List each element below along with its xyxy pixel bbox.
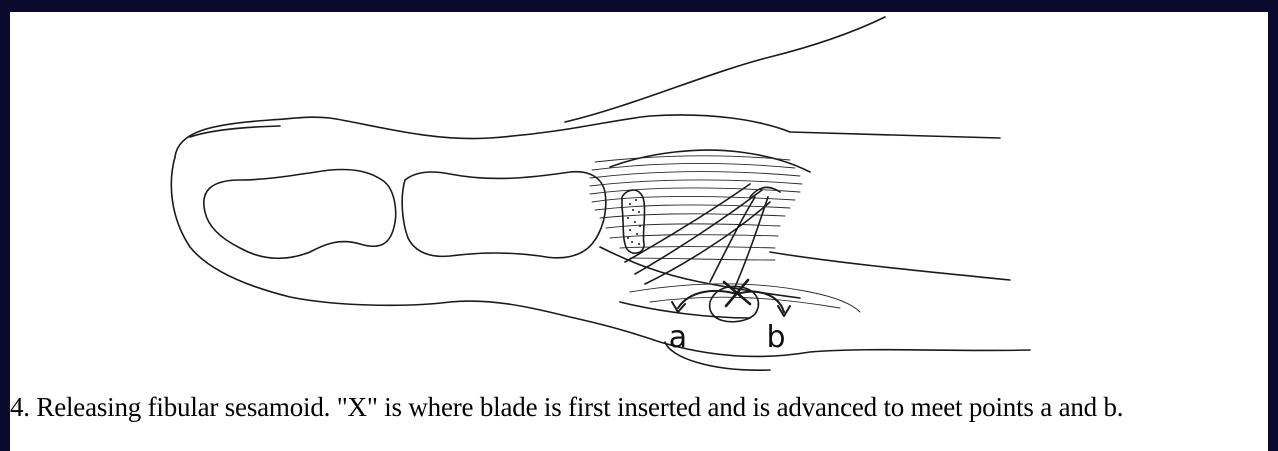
sesamoid-stippled [622,190,645,253]
fibular-sesamoid [710,280,759,322]
point-a-label: a [669,320,687,355]
foot-illustration: a b [10,12,1268,387]
point-b-label: b [766,320,785,355]
figure-caption: 4. Releasing fibular sesamoid. "X" is wh… [10,389,1268,425]
figure-frame: a b 4. Releasing fibular sesamoid. "X" i… [10,12,1268,451]
foot-outline [171,17,1030,370]
